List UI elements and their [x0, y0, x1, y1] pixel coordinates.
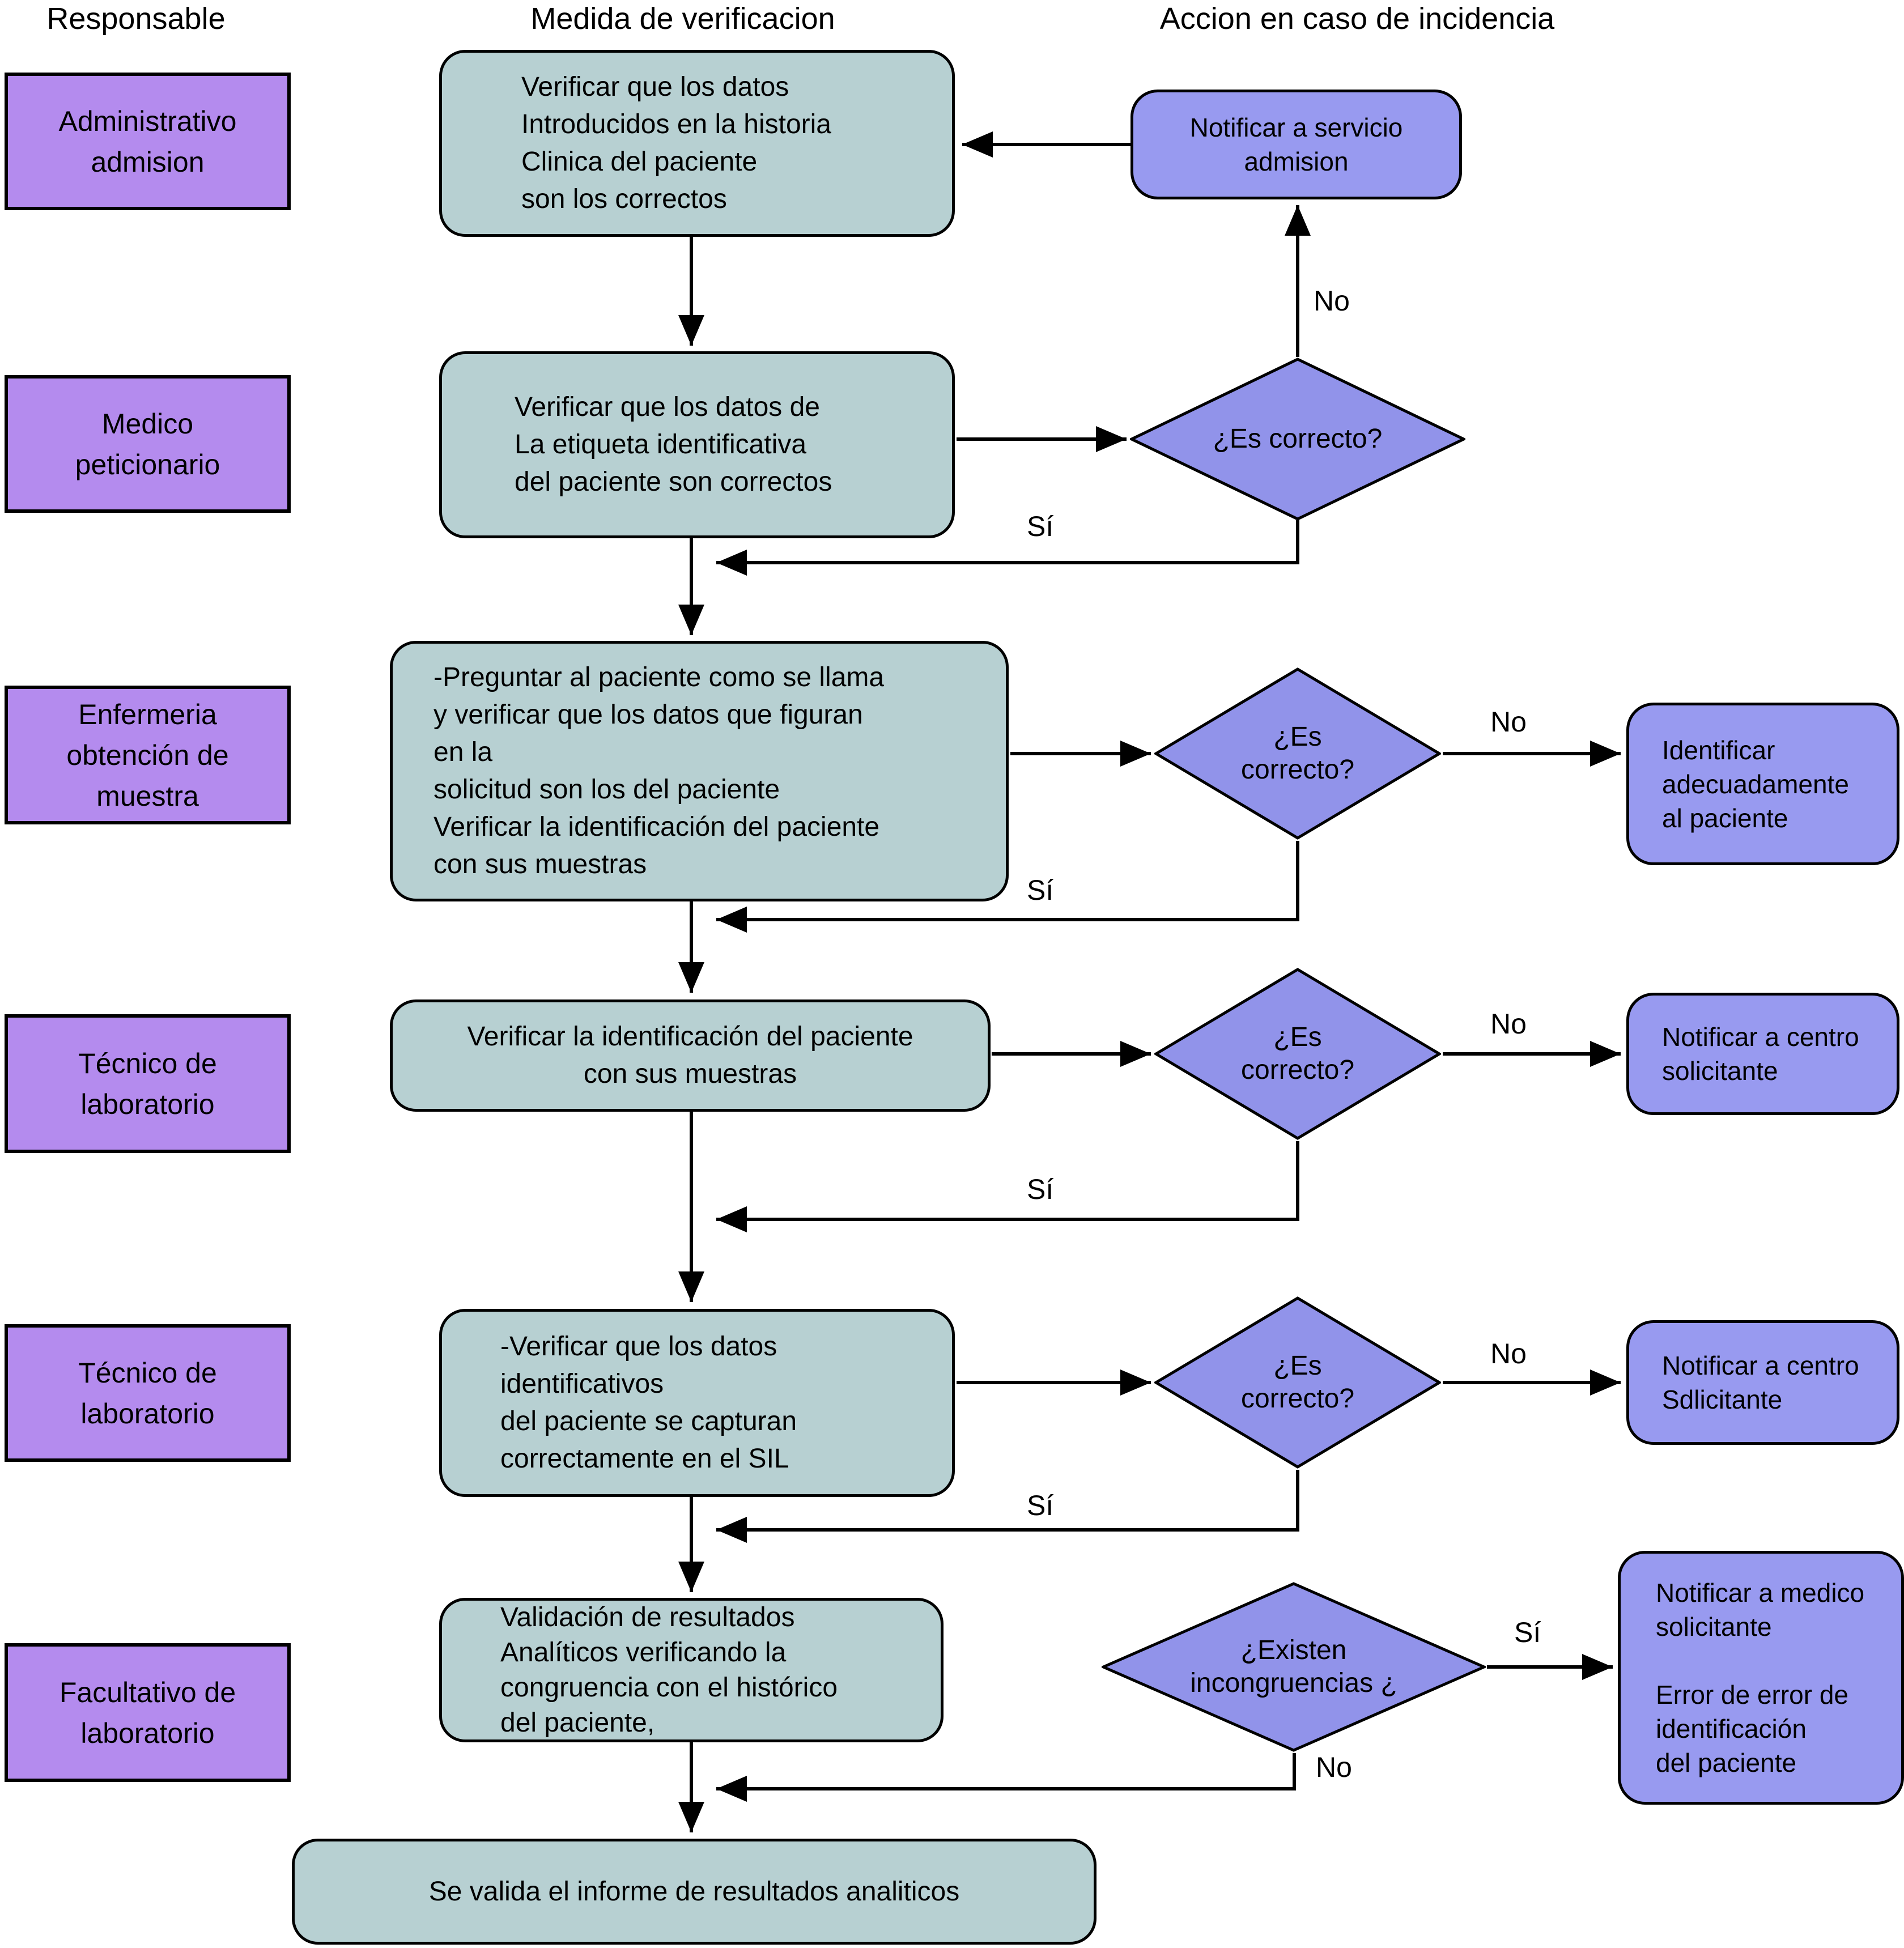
action-notificar-medico-solicitante: Notificar a medico solicitante Error de … [1618, 1551, 1904, 1805]
role-facultativo-laboratorio: Facultativo de laboratorio [5, 1643, 291, 1782]
action-notificar-servicio-admision: Notificar a servicio admision [1130, 90, 1462, 199]
decision-es-correcto-4: ¿Es correcto? [1154, 1296, 1441, 1469]
diamond-shape [1154, 968, 1441, 1140]
role-tecnico-laboratorio-2: Técnico de laboratorio [5, 1324, 291, 1462]
column-header-accion: Accion en caso de incidencia [1159, 2, 1555, 36]
role-enfermeria-obtencion-muestra: Enfermeria obtención de muestra [5, 686, 291, 824]
action-notificar-centro-solicitante-2: Notificar a centro Sdlicitante [1626, 1320, 1899, 1445]
role-medico-peticionario: Medico peticionario [5, 375, 291, 513]
step-preguntar-paciente: -Preguntar al paciente como se llama y v… [390, 641, 1009, 901]
step-verificar-captura-sil: -Verificar que los datos identificativos… [439, 1309, 955, 1497]
edge-label-no-5: No [1316, 1751, 1352, 1783]
decision-existen-incongruencias: ¿Existen incongruencias ¿ [1102, 1582, 1486, 1752]
edge-label-no-3: No [1490, 1008, 1527, 1040]
diamond-shape [1154, 1296, 1441, 1469]
decision-label: ¿Es correcto? [1240, 722, 1355, 785]
edge-label-no-1: No [1314, 285, 1350, 317]
edge-label-no-2: No [1490, 706, 1527, 738]
step-se-valida-informe: Se valida el informe de resultados anali… [292, 1839, 1096, 1945]
decision-es-correcto-1: ¿Es correcto? [1130, 358, 1465, 521]
edge-label-no-4: No [1490, 1338, 1527, 1369]
decision-label: ¿Es correcto? [1240, 1351, 1355, 1414]
decision-label: ¿Es correcto? [1213, 424, 1383, 454]
step-verificar-identificacion-muestras: Verificar la identificación del paciente… [390, 999, 991, 1112]
column-header-responsable: Responsable [46, 2, 226, 36]
step-verificar-etiqueta: Verificar que los datos de La etiqueta i… [439, 351, 955, 538]
action-notificar-centro-solicitante-1: Notificar a centro solicitante [1626, 993, 1899, 1115]
step-verificar-historia-clinica: Verificar que los datos Introducidos en … [439, 50, 955, 237]
decision-label: ¿Es correcto? [1240, 1022, 1355, 1085]
action-identificar-adecuadamente: Identificar adecuadamente al paciente [1626, 703, 1899, 865]
edge-decision5-no [716, 1753, 1296, 1802]
decision-es-correcto-2: ¿Es correcto? [1154, 667, 1441, 840]
edge-label-yes-2: Sí [1027, 874, 1054, 906]
edge-label-yes-3: Sí [1027, 1173, 1054, 1205]
column-header-medida: Medida de verificacion [530, 2, 835, 36]
decision-label: ¿Existen incongruencias ¿ [1190, 1635, 1397, 1698]
role-administrativo-admision: Administrativo admision [5, 73, 291, 210]
edge-label-yes-1: Sí [1027, 511, 1054, 542]
edge-label-yes-4: Sí [1027, 1490, 1054, 1521]
role-tecnico-laboratorio-1: Técnico de laboratorio [5, 1014, 291, 1153]
decision-es-correcto-3: ¿Es correcto? [1154, 968, 1441, 1140]
step-validacion-resultados: Validación de resultados Analíticos veri… [439, 1598, 944, 1742]
edge-decision3-yes [716, 1141, 1299, 1232]
diamond-shape [1102, 1582, 1486, 1752]
diamond-shape [1154, 667, 1441, 840]
diamond-shape [1130, 358, 1465, 521]
edge-label-yes-5: Sí [1514, 1617, 1541, 1648]
